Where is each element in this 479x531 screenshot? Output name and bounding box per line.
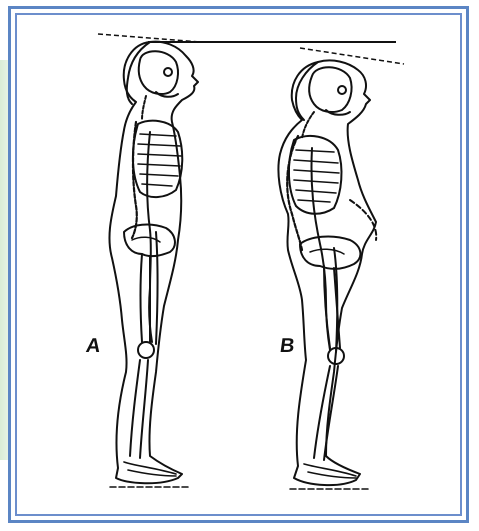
pelvis-b — [300, 237, 360, 269]
skeleton-figure-a — [109, 42, 198, 487]
reference-lines — [98, 34, 404, 64]
forearm-a — [156, 232, 158, 344]
body-outline-a — [109, 42, 198, 484]
ribs-a — [138, 134, 181, 186]
skeleton-figure-b — [278, 60, 376, 489]
ribcage-b — [289, 136, 342, 214]
neck-spine-a — [142, 96, 146, 120]
foot-bones-a — [124, 462, 176, 476]
pelvis-detail-b — [310, 249, 344, 254]
dashed-tilt-line-a — [98, 34, 200, 42]
body-outline-b — [278, 60, 376, 485]
eye-socket-a — [164, 68, 172, 76]
knee-a — [138, 342, 154, 358]
eye-socket-b — [338, 86, 346, 94]
foot-bones-b — [304, 464, 356, 478]
tibia-b — [314, 366, 338, 460]
neck-spine-b — [302, 112, 314, 138]
abdomen-b — [350, 200, 376, 240]
ribs-b — [294, 150, 339, 202]
tibia-a — [130, 360, 148, 458]
spine-b — [287, 136, 302, 250]
